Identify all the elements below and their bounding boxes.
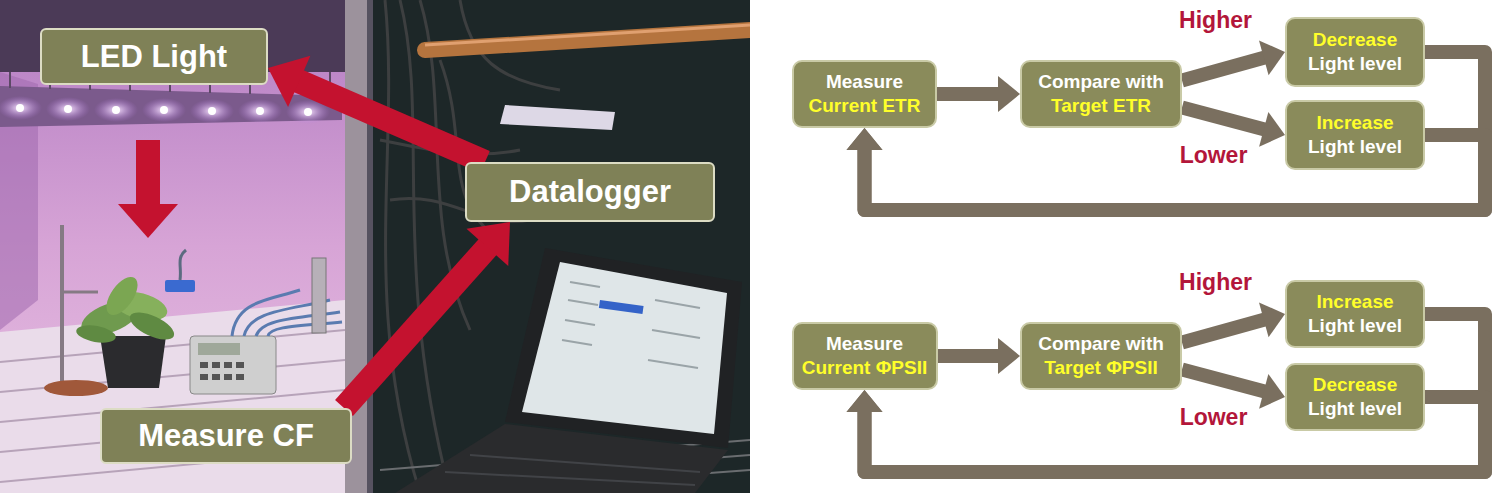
edge-label: Higher <box>1177 270 1254 295</box>
box-text: Current ETR <box>809 94 921 118</box>
flow-arrow <box>847 390 1486 472</box>
arrow-head <box>1259 302 1285 337</box>
callout-label: Measure CF <box>100 408 352 464</box>
ribbon-cable <box>500 105 615 130</box>
process-box: DecreaseLight level <box>1285 17 1425 87</box>
signal-arrow <box>344 222 510 408</box>
arrow-head <box>466 222 510 266</box>
box-text: Light level <box>1308 52 1402 76</box>
box-text: Current ΦPSII <box>802 356 927 380</box>
arrow-shaft <box>344 247 488 408</box>
arrow-head <box>1259 40 1285 75</box>
callout-label: LED Light <box>40 28 268 85</box>
box-text: Measure <box>826 332 903 356</box>
flow-arrow <box>1182 40 1285 80</box>
label-text: Datalogger <box>509 174 671 210</box>
process-box: Compare withTarget ΦPSII <box>1020 322 1182 390</box>
edge-label: Lower <box>1178 143 1250 168</box>
box-text: Increase <box>1316 111 1393 135</box>
edge-label: Higher <box>1177 8 1254 33</box>
led-spots <box>0 96 330 124</box>
arrow-head <box>847 390 883 412</box>
box-text: Measure <box>826 70 903 94</box>
arrow-shaft <box>1182 108 1265 130</box>
flow-arrow <box>1182 108 1285 147</box>
label-text: Measure CF <box>138 418 314 454</box>
flow-arrow <box>1182 302 1285 342</box>
flow-arrow <box>1182 370 1285 409</box>
arrow-shaft <box>1182 370 1265 392</box>
arrow-head <box>268 56 310 107</box>
arrow-shaft <box>865 135 1486 210</box>
arrow-head <box>998 338 1020 374</box>
arrow-shaft <box>938 349 1000 363</box>
flow-arrow <box>937 76 1020 112</box>
sensor-tube <box>312 258 326 333</box>
flow-arrow <box>938 338 1021 374</box>
process-box: MeasureCurrent ΦPSII <box>792 322 938 390</box>
process-box: MeasureCurrent ETR <box>792 60 937 128</box>
signal-arrow <box>268 56 485 162</box>
fluorometer-device <box>190 336 276 394</box>
chamber-frame-edge <box>367 0 373 493</box>
light-down-arrow <box>118 140 178 238</box>
arrow-shaft <box>865 397 1486 472</box>
box-text: Decrease <box>1313 373 1398 397</box>
arrow-shaft <box>298 81 485 162</box>
chamber-interior <box>0 0 350 493</box>
box-text: Target ΦPSII <box>1044 356 1157 380</box>
box-text: Increase <box>1316 290 1393 314</box>
fluorometer-clip <box>165 250 195 292</box>
dark-background <box>0 0 750 493</box>
process-box: Compare withTarget ETR <box>1020 60 1182 128</box>
box-text: Light level <box>1308 397 1402 421</box>
plant <box>75 272 178 388</box>
box-text: Light level <box>1308 314 1402 338</box>
shelf-floor <box>0 300 345 493</box>
copper-pipe <box>425 30 750 50</box>
box-text: Target ETR <box>1051 94 1151 118</box>
edge-label: Lower <box>1178 405 1250 430</box>
process-box: IncreaseLight level <box>1285 100 1425 170</box>
arrow-head <box>1259 112 1285 147</box>
label-text: LED Light <box>81 39 227 75</box>
arrow-head <box>847 390 883 412</box>
arrow-shaft <box>1182 320 1265 343</box>
arrow-head <box>998 76 1020 112</box>
process-box: IncreaseLight level <box>1285 280 1425 348</box>
arrow-head <box>847 128 883 150</box>
box-text: Decrease <box>1313 28 1398 52</box>
box-text: Light level <box>1308 135 1402 159</box>
arrow-shaft <box>937 87 999 101</box>
process-box: DecreaseLight level <box>1285 363 1425 431</box>
arrow-head <box>847 128 883 150</box>
box-text: Compare with <box>1038 332 1164 356</box>
box-text: Compare with <box>1038 70 1164 94</box>
arrow-shaft <box>1182 58 1265 81</box>
copper-pipe-highlight <box>425 25 750 45</box>
callout-label: Datalogger <box>465 162 715 222</box>
arrow-head <box>1259 374 1285 409</box>
